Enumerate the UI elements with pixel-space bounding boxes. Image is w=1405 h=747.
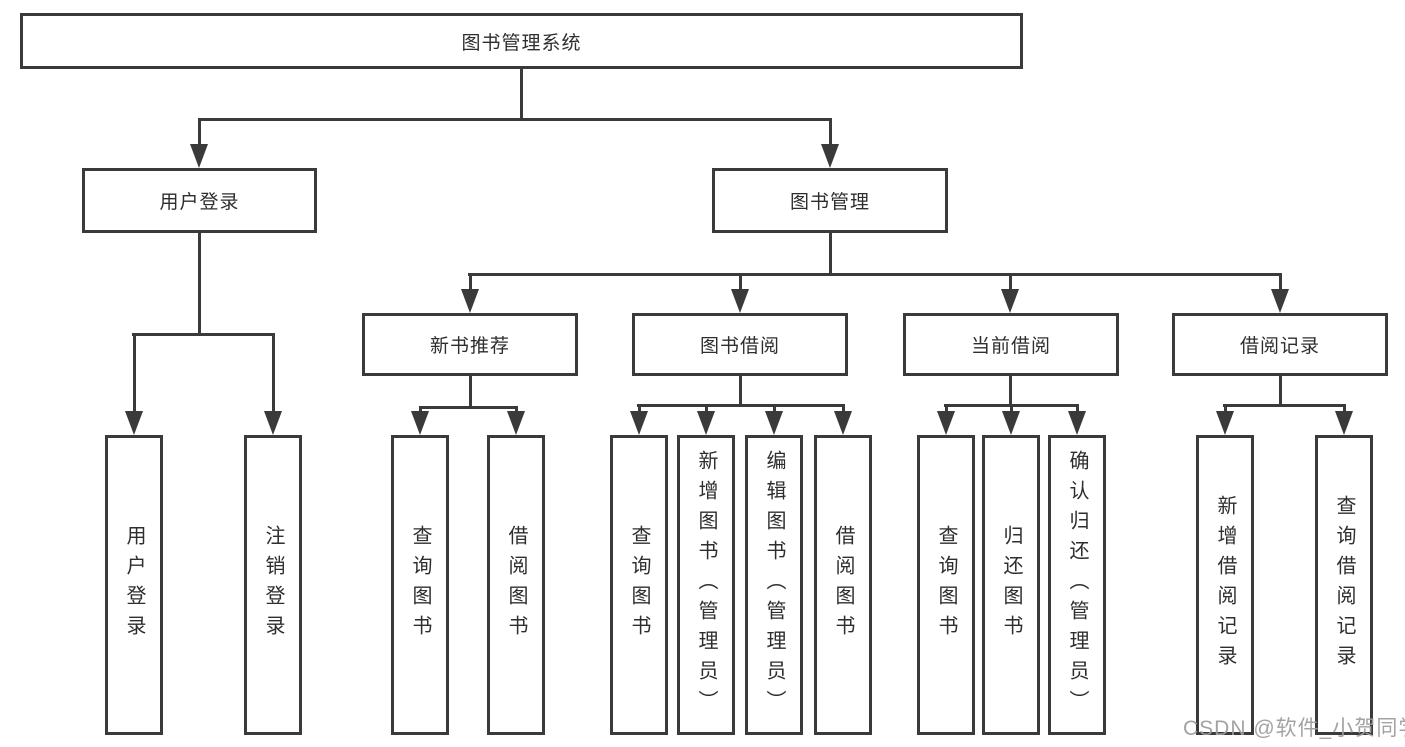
leaf-add-book-admin: 新增图书（管理员） <box>677 435 735 735</box>
leaf-label: 归还图书 <box>1000 525 1022 645</box>
connector-line <box>842 404 845 413</box>
node-label: 新书推荐 <box>429 336 510 357</box>
connector-line <box>419 406 422 413</box>
leaf-borrow-books-recommend: 借阅图书 <box>487 435 545 735</box>
connector-line <box>198 233 201 335</box>
connector-line <box>1279 376 1282 407</box>
leaf-query-books-current: 查询图书 <box>917 435 975 735</box>
leaf-label: 查询图书 <box>935 525 957 645</box>
connector-line <box>272 333 275 413</box>
connector-line <box>637 404 845 407</box>
arrowhead-down-icon <box>411 411 429 435</box>
leaf-user-login: 用户登录 <box>105 435 163 735</box>
node-user-login: 用户登录 <box>82 168 317 233</box>
leaf-label: 查询图书 <box>628 525 650 645</box>
arrowhead-down-icon <box>821 144 839 168</box>
leaf-label: 查询图书 <box>409 525 431 645</box>
arrowhead-down-icon <box>1271 289 1289 313</box>
connector-line <box>705 404 708 413</box>
connector-line <box>1223 404 1346 407</box>
leaf-return-books: 归还图书 <box>982 435 1040 735</box>
node-new-book-recommendation: 新书推荐 <box>362 313 578 376</box>
connector-line <box>515 406 518 413</box>
leaf-query-books-borrowing: 查询图书 <box>610 435 668 735</box>
arrowhead-down-icon <box>1335 411 1353 435</box>
node-book-borrowing: 图书借阅 <box>632 313 848 376</box>
leaf-label: 用户登录 <box>123 525 145 645</box>
node-label: 用户登录 <box>159 192 240 213</box>
connector-line <box>419 406 518 409</box>
connector-line <box>520 69 523 120</box>
leaf-borrow-books-borrowing: 借阅图书 <box>814 435 872 735</box>
node-book-management: 图书管理 <box>712 168 948 233</box>
arrowhead-down-icon <box>765 411 783 435</box>
arrowhead-down-icon <box>264 411 282 435</box>
connector-line <box>1009 273 1012 291</box>
connector-line <box>945 404 948 413</box>
connector-line <box>133 333 136 413</box>
node-label: 图书管理系统 <box>461 32 582 54</box>
arrowhead-down-icon <box>1068 411 1086 435</box>
connector-line <box>132 333 275 336</box>
arrowhead-down-icon <box>1001 289 1019 313</box>
leaf-label: 查询借阅记录 <box>1333 495 1355 675</box>
connector-line <box>469 376 472 408</box>
connector-line <box>829 118 832 146</box>
node-borrowing-records: 借阅记录 <box>1172 313 1388 376</box>
connector-line <box>1076 404 1079 413</box>
leaf-query-borrow-record: 查询借阅记录 <box>1315 435 1373 735</box>
arrowhead-down-icon <box>190 144 208 168</box>
node-label: 图书管理 <box>789 192 870 213</box>
connector-line <box>773 404 776 413</box>
arrowhead-down-icon <box>937 411 955 435</box>
leaf-logout: 注销登录 <box>244 435 302 735</box>
connector-line <box>469 273 472 291</box>
arrowhead-down-icon <box>1002 411 1020 435</box>
leaf-add-borrow-record: 新增借阅记录 <box>1196 435 1254 735</box>
leaf-confirm-return-admin: 确认归还（管理员） <box>1048 435 1106 735</box>
node-label: 当前借阅 <box>970 336 1051 357</box>
node-current-borrowing: 当前借阅 <box>903 313 1119 376</box>
leaf-label: 借阅图书 <box>832 525 854 645</box>
leaf-label: 新增图书（管理员） <box>695 450 717 720</box>
arrowhead-down-icon <box>731 289 749 313</box>
arrowhead-down-icon <box>1216 411 1234 435</box>
leaf-label: 编辑图书（管理员） <box>763 450 785 720</box>
watermark: CSDN @软件_小贺同学 <box>1183 717 1405 740</box>
leaf-label: 新增借阅记录 <box>1214 495 1236 675</box>
node-label: 图书借阅 <box>699 336 780 357</box>
arrowhead-down-icon <box>461 289 479 313</box>
arrowhead-down-icon <box>507 411 525 435</box>
connector-line <box>1343 404 1346 413</box>
arrowhead-down-icon <box>834 411 852 435</box>
leaf-edit-book-admin: 编辑图书（管理员） <box>745 435 803 735</box>
leaf-label: 注销登录 <box>262 525 284 645</box>
connector-line <box>198 118 832 121</box>
connector-line <box>198 118 201 146</box>
arrowhead-down-icon <box>125 411 143 435</box>
connector-line <box>638 404 641 413</box>
connector-line <box>1009 376 1012 407</box>
leaf-label: 确认归还（管理员） <box>1066 450 1088 720</box>
connector-line <box>1279 273 1282 291</box>
node-label: 借阅记录 <box>1239 336 1320 357</box>
connector-line <box>1224 404 1227 413</box>
leaf-query-books-recommend: 查询图书 <box>391 435 449 735</box>
connector-line <box>739 273 742 291</box>
arrowhead-down-icon <box>630 411 648 435</box>
connector-line <box>829 233 832 275</box>
arrowhead-down-icon <box>697 411 715 435</box>
leaf-label: 借阅图书 <box>505 525 527 645</box>
node-library-management-system: 图书管理系统 <box>20 13 1023 69</box>
connector-line <box>1010 404 1013 413</box>
connector-line <box>739 376 742 407</box>
connector-line <box>468 273 1282 276</box>
